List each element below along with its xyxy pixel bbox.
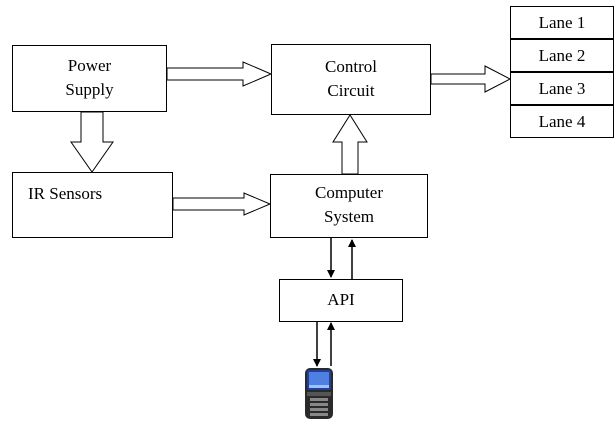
lane-2: Lane 2 [510, 39, 614, 72]
power-to-ir-arrow [70, 111, 114, 173]
power-supply-line1: Power [67, 56, 112, 75]
control-to-lanes-arrow [430, 65, 512, 93]
power-supply-block: Power Supply [12, 45, 167, 112]
api-label: API [327, 290, 355, 309]
lane-1: Lane 1 [510, 6, 614, 39]
computer-system-block: Computer System [270, 174, 428, 238]
ir-to-computer-arrow [172, 192, 272, 216]
computer-to-control-arrow [332, 114, 368, 175]
computer-system-line1: Computer [315, 183, 383, 202]
control-circuit-line1: Control [325, 57, 377, 76]
computer-system-line2: System [323, 207, 375, 226]
control-circuit-line2: Circuit [327, 81, 375, 100]
power-supply-line2: Supply [65, 80, 114, 99]
mobile-phone-icon [305, 368, 333, 419]
control-circuit-block: Control Circuit [271, 44, 431, 115]
api-block: API [279, 279, 403, 322]
lane-3: Lane 3 [510, 72, 614, 105]
ir-sensors-block: IR Sensors [12, 172, 173, 238]
lane-4: Lane 4 [510, 105, 614, 138]
ir-sensors-label: IR Sensors [28, 184, 103, 203]
power-to-control-arrow [166, 61, 273, 87]
